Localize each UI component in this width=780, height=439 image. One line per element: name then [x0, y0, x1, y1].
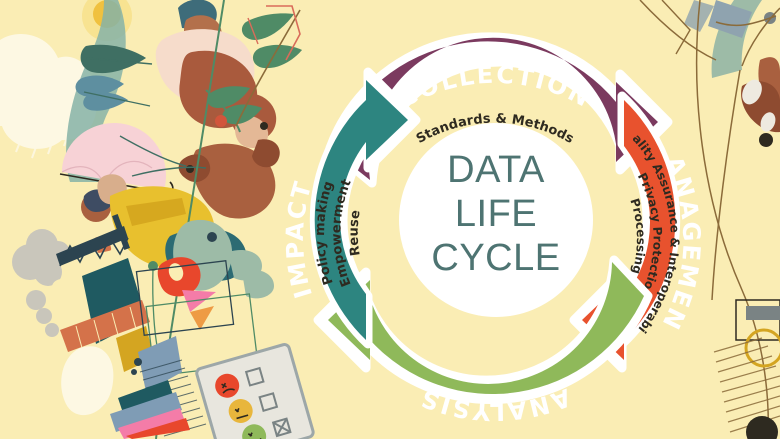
decor-lines	[247, 5, 301, 61]
center-title-line-1: DATA	[447, 149, 545, 191]
plant-leaves	[75, 44, 153, 111]
dog	[178, 139, 280, 219]
impact-arrow	[314, 80, 408, 340]
abstract-shapes	[135, 257, 259, 377]
impact-item-3: Reuse	[347, 209, 364, 257]
white-blob	[61, 346, 114, 416]
leash-lines	[119, 135, 207, 177]
stage-impact[interactable]: IMPACT Policy making Empowerment Reuse	[281, 67, 421, 349]
brick-strip	[60, 300, 150, 352]
crane	[56, 214, 130, 267]
analysis-arrow	[328, 262, 644, 395]
dot-marker	[207, 232, 217, 242]
color-bars	[110, 380, 190, 439]
center-title: DATA LIFE CYCLE	[398, 148, 594, 280]
smoke-cloud	[12, 229, 72, 337]
survey-clipboard	[195, 343, 315, 439]
center-title-line-2: LIFE	[454, 193, 538, 235]
right-edge-illustration	[639, 0, 780, 439]
center-title-line-3: CYCLE	[431, 237, 561, 279]
branch-leaves	[205, 9, 302, 133]
center-disc	[399, 123, 593, 317]
